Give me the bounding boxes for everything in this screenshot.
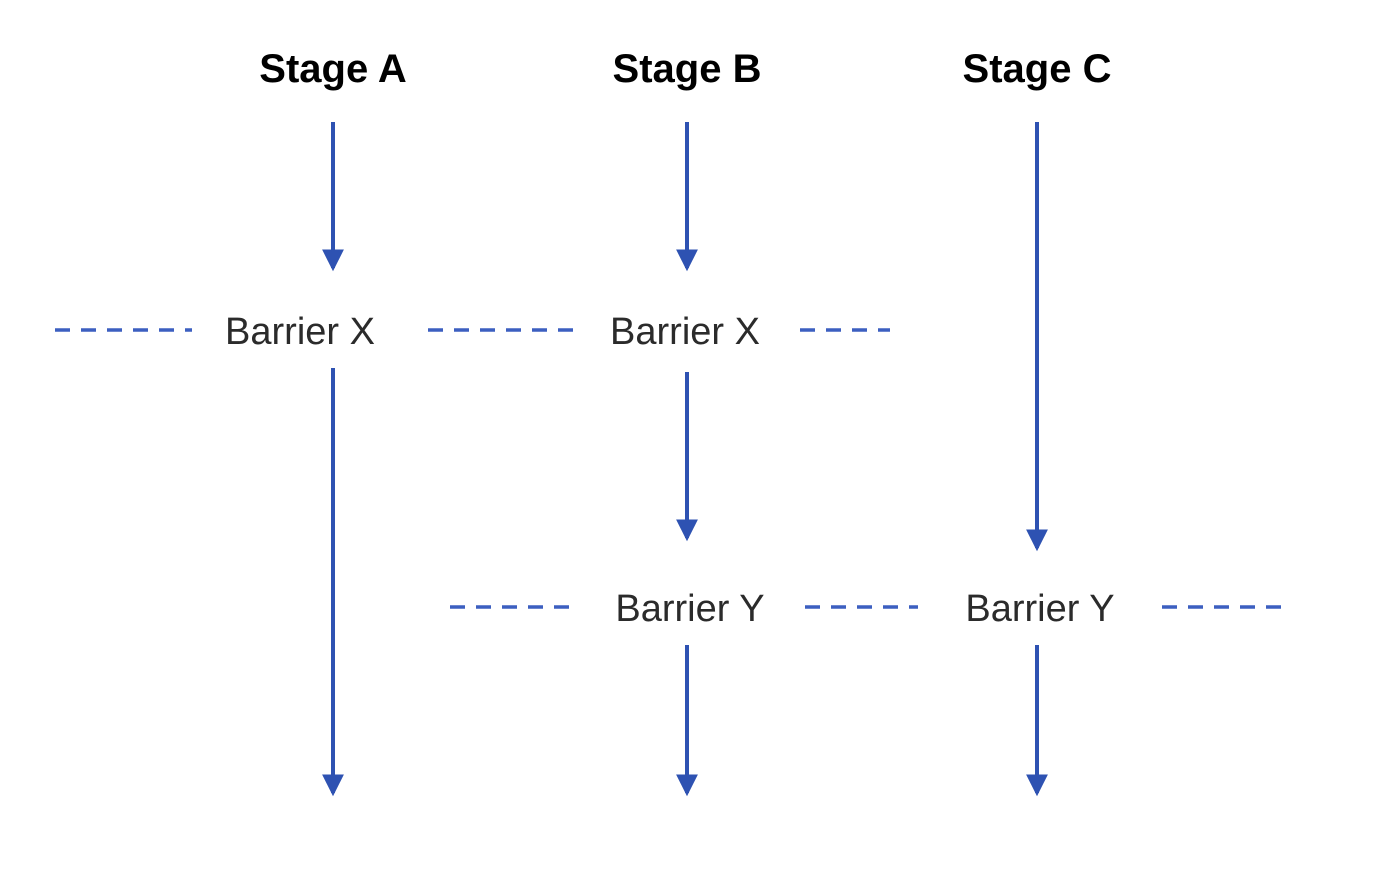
barrier-x-label-lane-a: Barrier X — [225, 311, 375, 353]
stage-b-title: Stage B — [613, 47, 762, 91]
barrier-x-label-lane-b: Barrier X — [610, 311, 760, 353]
barrier-y-label-lane-c: Barrier Y — [965, 588, 1114, 630]
barrier-y-label-lane-b: Barrier Y — [615, 588, 764, 630]
stage-c-title: Stage C — [963, 47, 1112, 91]
stage-a-title: Stage A — [259, 47, 406, 91]
